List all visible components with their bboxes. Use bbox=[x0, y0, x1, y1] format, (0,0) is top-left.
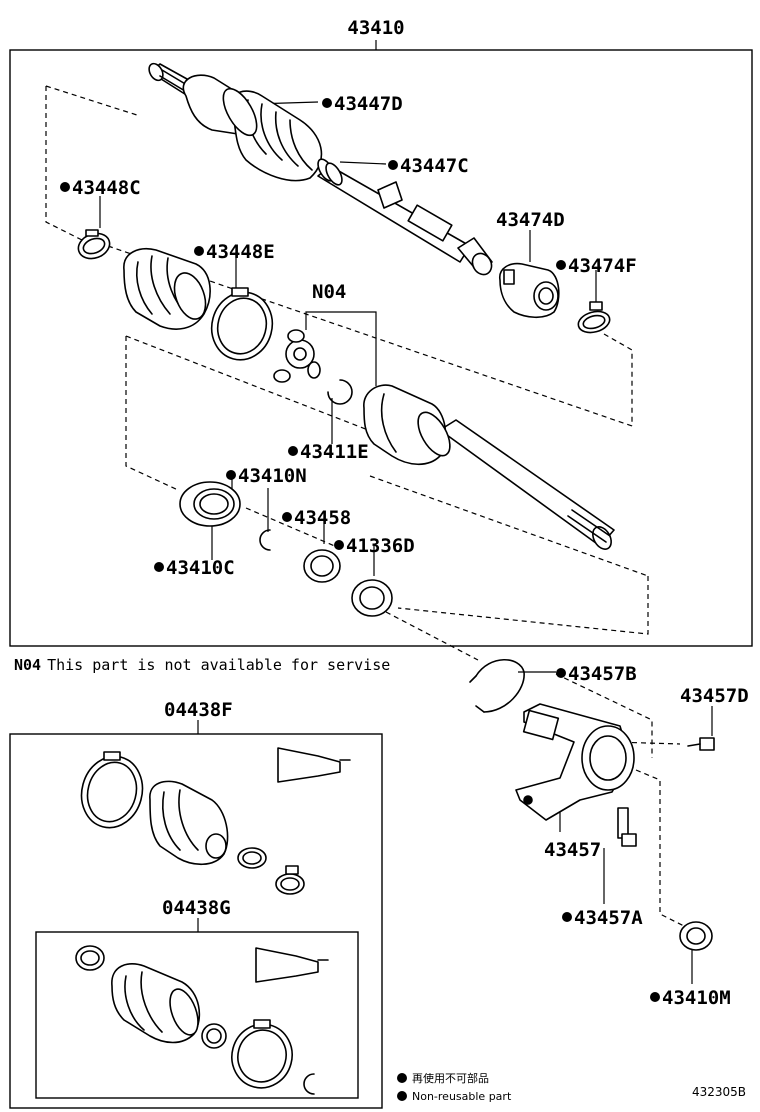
legend: 再使用不可部品 Non-reusable part bbox=[397, 1071, 512, 1103]
boot-kit-frame-04438G bbox=[35, 931, 359, 1099]
dash-inner-bottom bbox=[397, 576, 649, 635]
outer-cv-joint-shaft[interactable] bbox=[146, 61, 495, 278]
leader-43447C bbox=[339, 161, 387, 165]
dash-to-snap-ring bbox=[385, 611, 479, 661]
part-label-43457B[interactable]: 43457B bbox=[568, 663, 637, 685]
dash-inner-mid bbox=[369, 475, 649, 577]
part-label-43457A[interactable]: 43457A bbox=[574, 907, 643, 929]
legend-text-jp: 再使用不可部品 bbox=[412, 1071, 489, 1085]
kit-04438G-grease-tube[interactable] bbox=[255, 947, 329, 983]
nonreusable-bullet-43410C bbox=[154, 562, 164, 572]
legend-text-en: Non-reusable part bbox=[412, 1090, 512, 1103]
bolt-43457A[interactable] bbox=[617, 807, 637, 847]
leader-N04 bbox=[305, 311, 377, 386]
kit-04438G-boot[interactable] bbox=[111, 962, 204, 1044]
part-label-04438G[interactable]: 04438G bbox=[162, 897, 231, 919]
boot-kit-frame-04438F bbox=[9, 733, 383, 1109]
nonreusable-bullet-43448E bbox=[194, 246, 204, 256]
kit-04438G-small-clamp-a[interactable] bbox=[75, 945, 105, 971]
kit-04438F-boot[interactable] bbox=[149, 780, 229, 866]
bolt-43457D[interactable] bbox=[687, 737, 715, 751]
clamp-43448C[interactable] bbox=[75, 229, 113, 262]
bracket-43457[interactable] bbox=[515, 703, 635, 821]
nonreusable-bullet-43448C bbox=[60, 182, 70, 192]
part-label-43447C[interactable]: 43447C bbox=[400, 155, 469, 177]
boot-upper[interactable] bbox=[123, 248, 212, 330]
nonreusable-bullet-43474F bbox=[556, 260, 566, 270]
clamp-43474F[interactable] bbox=[576, 301, 612, 336]
note-line: N04 This part is not available for servis… bbox=[14, 656, 390, 674]
part-number-labels: 43447D 43447C 43448C 43448E 43474D 43474F N04 4… bbox=[60, 93, 749, 1009]
legend-bullet-en bbox=[397, 1091, 407, 1101]
part-label-43448E[interactable]: 43448E bbox=[206, 241, 275, 263]
illustration-code: 432305B bbox=[692, 1085, 746, 1099]
kit-04438F-small-clamp-a[interactable] bbox=[237, 847, 267, 869]
nonreusable-bullet-43447D bbox=[322, 98, 332, 108]
nonreusable-bullet-43447C bbox=[388, 160, 398, 170]
washer-43458[interactable] bbox=[303, 549, 341, 583]
note-code: N04 bbox=[14, 656, 41, 674]
dash-bracket-bearing bbox=[635, 769, 689, 929]
kit-04438G-large-clamp[interactable] bbox=[225, 1017, 300, 1094]
kit-04438G-snap-ring[interactable] bbox=[303, 1073, 315, 1095]
nonreusable-bullet-43457A bbox=[562, 912, 572, 922]
snap-ring-43411E[interactable] bbox=[327, 379, 353, 405]
joint-housing-43474D[interactable] bbox=[499, 262, 560, 319]
part-label-43448C[interactable]: 43448C bbox=[72, 177, 141, 199]
kit-04438F-small-clamp-b[interactable] bbox=[275, 865, 305, 895]
part-label-43457D[interactable]: 43457D bbox=[680, 685, 749, 707]
dash-outer-left bbox=[45, 86, 83, 241]
note-text: This part is not available for servise bbox=[47, 656, 390, 674]
part-label-43458[interactable]: 43458 bbox=[294, 507, 351, 529]
nonreusable-bullet-41336D bbox=[334, 540, 344, 550]
kit-04438F-grease-tube[interactable] bbox=[277, 747, 351, 783]
part-label-41336D[interactable]: 41336D bbox=[346, 535, 415, 557]
part-label-43474F[interactable]: 43474F bbox=[568, 255, 637, 277]
kit-04438F-large-clamp[interactable] bbox=[74, 749, 151, 834]
part-label-N04[interactable]: N04 bbox=[312, 281, 346, 303]
part-label-43410C[interactable]: 43410C bbox=[166, 557, 235, 579]
dash-outer-top bbox=[45, 85, 141, 117]
nonreusable-bullet-43410N bbox=[226, 470, 236, 480]
snap-ring-43410N[interactable] bbox=[259, 529, 271, 551]
nonreusable-bullet-43411E bbox=[288, 446, 298, 456]
nonreusable-bullet-43410M bbox=[650, 992, 660, 1002]
bearing-43410M[interactable] bbox=[679, 921, 713, 951]
part-label-43457[interactable]: 43457 bbox=[544, 839, 601, 861]
tripod-N04[interactable] bbox=[273, 329, 321, 383]
legend-bullet-jp bbox=[397, 1073, 407, 1083]
part-label-43410N[interactable]: 43410N bbox=[238, 465, 307, 487]
nonreusable-bullet-43458 bbox=[282, 512, 292, 522]
assembly-frame-43410 bbox=[9, 49, 753, 647]
part-label-43474D[interactable]: 43474D bbox=[496, 209, 565, 231]
dash-outer-right bbox=[603, 333, 633, 426]
inner-joint-shaft[interactable] bbox=[363, 384, 615, 552]
part-label-04438F[interactable]: 04438F bbox=[164, 699, 233, 721]
part-label-43411E[interactable]: 43411E bbox=[300, 441, 369, 463]
snap-ring-43457B[interactable] bbox=[469, 659, 525, 713]
assembly-number-43410[interactable]: 43410 bbox=[347, 17, 404, 39]
part-label-43447D[interactable]: 43447D bbox=[334, 93, 403, 115]
clamp-43448E[interactable] bbox=[204, 285, 280, 366]
seal-43410C[interactable] bbox=[179, 481, 241, 527]
kit-04438G-small-clamp-b[interactable] bbox=[201, 1023, 227, 1049]
seal-41336D[interactable] bbox=[351, 579, 393, 617]
dash-inner-top bbox=[125, 335, 369, 431]
part-label-43410M[interactable]: 43410M bbox=[662, 987, 731, 1009]
dash-inner-left bbox=[125, 336, 179, 491]
nonreusable-bullet-43457B bbox=[556, 668, 566, 678]
